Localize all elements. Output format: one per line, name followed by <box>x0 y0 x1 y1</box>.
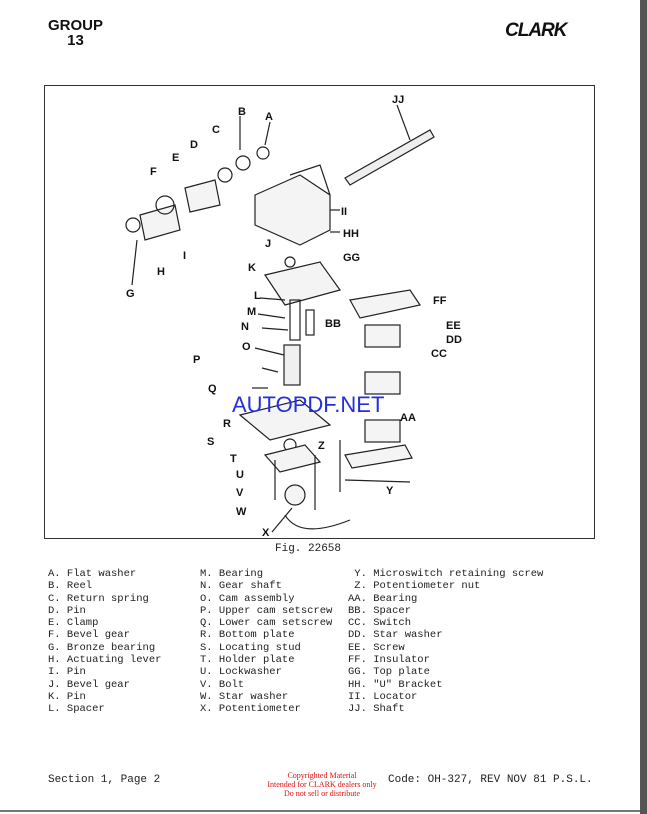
u-bracket-shape <box>254 174 331 246</box>
legend-item: I. Pin <box>48 666 86 679</box>
label-l: L <box>254 290 261 302</box>
watermark: AUTOPDF.NET <box>232 392 385 417</box>
label-cc: CC <box>431 348 447 360</box>
legend-item: R. Bottom plate <box>200 629 295 642</box>
legend-item: L. Spacer <box>48 703 105 716</box>
legend-item: W. Star washer <box>200 690 289 703</box>
group-number: 13 <box>67 32 84 49</box>
label-k: K <box>248 262 256 274</box>
legend-item: M. Bearing <box>200 568 264 580</box>
shaft-shape <box>344 129 435 186</box>
label-g: G <box>126 288 135 300</box>
group-heading: GROUP 13 <box>48 18 103 48</box>
legend-item: O. Cam assembly <box>200 592 295 605</box>
label-q: Q <box>208 383 217 395</box>
label-v: V <box>236 487 244 499</box>
legend-item: GG. Top plate <box>348 666 430 679</box>
label-ee: EE <box>446 320 461 332</box>
label-bb: BB <box>325 318 341 330</box>
label-a: A <box>265 111 273 123</box>
section-page: Section 1, Page 2 <box>48 774 161 786</box>
label-h: H <box>157 266 165 278</box>
legend-item: N. Gear shaft <box>200 580 282 593</box>
label-c: C <box>212 124 220 136</box>
label-z: Z <box>318 440 325 452</box>
clark-logo: CLARK <box>505 20 567 41</box>
legend-item: DD. Star washer <box>348 629 443 642</box>
legend-item: E. Clamp <box>48 617 99 630</box>
legend-item: F. Bevel gear <box>48 629 130 642</box>
exploded-diagram <box>125 104 435 533</box>
legend-item: K. Pin <box>48 690 86 703</box>
legend-item: II. Locator <box>348 690 418 703</box>
copyright-line: Do not sell or distribute <box>284 789 360 798</box>
viewer-scrollbar[interactable] <box>640 0 647 814</box>
label-dd: DD <box>446 334 462 346</box>
label-s: S <box>207 436 215 448</box>
legend-item: Y. Microswitch retaining screw <box>348 568 544 580</box>
diagram-frame <box>44 85 595 539</box>
copyright-line: Copyrighted Material <box>287 771 357 780</box>
copyright-notice: Copyrighted Material Intended for CLARK … <box>262 771 382 798</box>
label-gg: GG <box>343 252 361 264</box>
legend-item: G. Bronze bearing <box>48 641 156 654</box>
label-e: E <box>172 152 180 164</box>
label-y: Y <box>386 485 394 497</box>
page-divider <box>0 810 640 812</box>
label-b: B <box>238 106 246 118</box>
label-x: X <box>262 527 270 539</box>
label-j: J <box>265 238 272 250</box>
legend-column-3: Y. Microswitch retaining screw Z. Potent… <box>348 568 543 716</box>
label-jj: JJ <box>392 94 405 106</box>
legend-item: H. Actuating lever <box>48 654 162 667</box>
document-code: Code: OH-327, REV NOV 81 P.S.L. <box>388 774 593 786</box>
legend-item: HH. "U" Bracket <box>348 678 443 691</box>
legend-item: Q. Lower cam setscrew <box>200 617 333 630</box>
label-f: F <box>150 166 157 178</box>
legend-item: CC. Switch <box>348 617 412 630</box>
label-m: M <box>247 306 257 318</box>
label-n: N <box>241 321 249 333</box>
label-i: I <box>183 250 187 262</box>
label-r: R <box>223 418 231 430</box>
legend-item: S. Locating stud <box>200 641 301 654</box>
label-ii: II <box>341 206 348 218</box>
legend-item: J. Bevel gear <box>48 678 130 691</box>
legend-item: EE. Screw <box>348 641 405 654</box>
legend-item: D. Pin <box>48 604 86 617</box>
group-label: GROUP <box>48 17 104 34</box>
label-aa: AA <box>400 412 416 424</box>
label-p: P <box>193 354 201 366</box>
label-w: W <box>236 506 247 518</box>
legend-item: FF. Insulator <box>348 654 430 667</box>
legend-item: JJ. Shaft <box>348 703 405 716</box>
copyright-line: Intended for CLARK dealers only <box>267 780 377 789</box>
legend-item: V. Bolt <box>200 678 245 691</box>
figure-caption: Fig. 22658 <box>275 543 342 555</box>
bottom-plate-shape <box>238 399 332 441</box>
legend-item: AA. Bearing <box>348 592 418 605</box>
label-d: D <box>190 139 198 151</box>
top-plate-shape <box>264 261 341 306</box>
legend-item: B. Reel <box>48 580 93 593</box>
legend-item: A. Flat washer <box>48 568 137 580</box>
legend-item: Z. Potentiometer nut <box>348 580 481 593</box>
label-u: U <box>236 469 244 481</box>
label-o: O <box>242 341 251 353</box>
legend-item: C. Return spring <box>48 592 149 605</box>
legend-item: X. Potentiometer <box>200 703 301 716</box>
legend-item: P. Upper cam setscrew <box>200 604 333 617</box>
legend-item: U. Lockwasher <box>200 666 282 679</box>
label-ff: FF <box>433 295 447 307</box>
label-t: T <box>230 453 237 465</box>
label-hh: HH <box>343 228 359 240</box>
legend-item: T. Holder plate <box>200 654 295 667</box>
legend-item: BB. Spacer <box>348 604 412 617</box>
